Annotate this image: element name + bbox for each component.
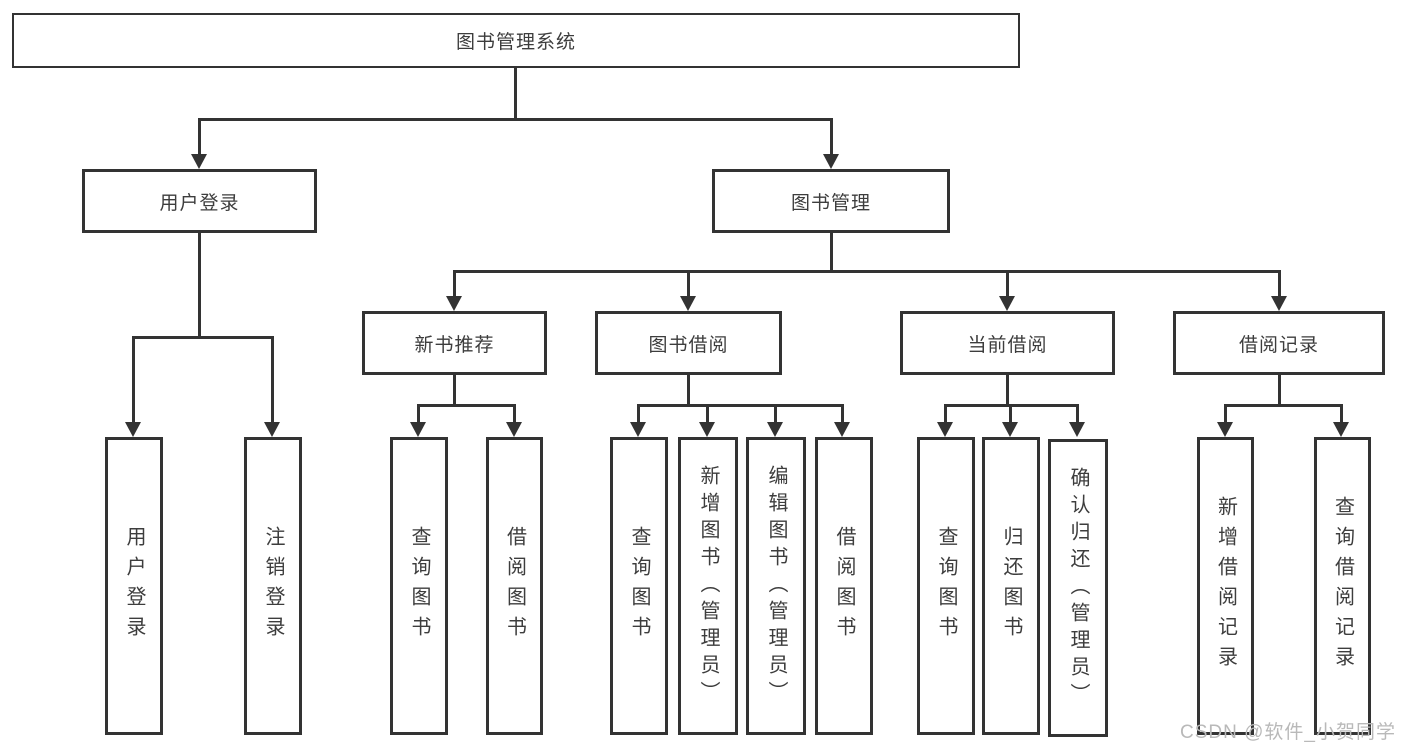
connector-line xyxy=(513,404,516,424)
connector-line xyxy=(198,118,833,121)
connector-line xyxy=(1006,270,1009,297)
arrowhead-down-icon xyxy=(1069,422,1085,437)
leaf-current-query-books-label: 查询图书 xyxy=(935,526,957,646)
connector-line xyxy=(1278,270,1281,297)
node-current-borrow-label: 当前借阅 xyxy=(967,334,1048,356)
connector-line xyxy=(417,404,420,424)
node-book-management-label: 图书管理 xyxy=(790,192,871,214)
connector-line xyxy=(132,336,274,339)
connector-line xyxy=(687,270,690,297)
leaf-user-login: 用户登录 xyxy=(105,437,163,735)
arrowhead-down-icon xyxy=(767,422,783,437)
connector-line xyxy=(1006,375,1009,406)
arrowhead-down-icon xyxy=(1271,296,1287,311)
connector-line xyxy=(514,68,517,119)
leaf-current-confirm-return-admin: 确认归还（管理员） xyxy=(1048,439,1108,737)
node-root-system: 图书管理系统 xyxy=(12,13,1020,68)
leaf-records-add-record-label: 新增借阅记录 xyxy=(1214,496,1237,676)
connector-line xyxy=(830,118,833,156)
arrowhead-down-icon xyxy=(999,296,1015,311)
arrowhead-down-icon xyxy=(446,296,462,311)
node-user-login-label: 用户登录 xyxy=(159,192,240,214)
leaf-borrow-borrow-books-label: 借阅图书 xyxy=(833,526,855,646)
leaf-borrow-add-books-admin: 新增图书（管理员） xyxy=(678,437,738,735)
node-user-login: 用户登录 xyxy=(82,169,317,233)
arrowhead-down-icon xyxy=(937,422,953,437)
leaf-records-query-record: 查询借阅记录 xyxy=(1314,437,1371,735)
connector-line xyxy=(1278,375,1281,406)
node-book-borrow: 图书借阅 xyxy=(595,311,782,375)
connector-line xyxy=(417,404,516,407)
watermark-text: CSDN @软件_小贺同学 xyxy=(1180,722,1396,743)
arrowhead-down-icon xyxy=(823,154,839,169)
node-borrow-records: 借阅记录 xyxy=(1173,311,1385,375)
connector-line xyxy=(1224,404,1343,407)
arrowhead-down-icon xyxy=(1002,422,1018,437)
connector-line xyxy=(1076,404,1079,424)
node-root-label: 图书管理系统 xyxy=(455,32,576,53)
leaf-records-query-record-label: 查询借阅记录 xyxy=(1331,496,1354,676)
connector-line xyxy=(830,233,833,272)
arrowhead-down-icon xyxy=(834,422,850,437)
leaf-borrow-borrow-books: 借阅图书 xyxy=(815,437,873,735)
leaf-records-add-record: 新增借阅记录 xyxy=(1197,437,1254,735)
connector-line xyxy=(1340,404,1343,424)
leaf-user-login-label: 用户登录 xyxy=(123,526,145,646)
leaf-recommend-query-books: 查询图书 xyxy=(390,437,448,735)
leaf-borrow-edit-books-admin: 编辑图书（管理员） xyxy=(746,437,806,735)
leaf-borrow-query-books-label: 查询图书 xyxy=(628,526,650,646)
leaf-recommend-borrow-books-label: 借阅图书 xyxy=(503,526,526,646)
arrowhead-down-icon xyxy=(630,422,646,437)
node-new-book-recommend: 新书推荐 xyxy=(362,311,547,375)
connector-line xyxy=(774,404,777,424)
leaf-current-return-books: 归还图书 xyxy=(982,437,1040,735)
arrowhead-down-icon xyxy=(680,296,696,311)
connector-line xyxy=(637,404,640,424)
arrowhead-down-icon xyxy=(1217,422,1233,437)
arrowhead-down-icon xyxy=(1333,422,1349,437)
node-book-management: 图书管理 xyxy=(712,169,950,233)
arrowhead-down-icon xyxy=(410,422,426,437)
leaf-logout-login-label: 注销登录 xyxy=(262,526,284,646)
node-book-borrow-label: 图书借阅 xyxy=(648,334,729,356)
arrowhead-down-icon xyxy=(125,422,141,437)
connector-line xyxy=(453,270,456,297)
arrowhead-down-icon xyxy=(699,422,715,437)
arrowhead-down-icon xyxy=(264,422,280,437)
connector-line xyxy=(637,404,844,407)
arrowhead-down-icon xyxy=(191,154,207,169)
connector-line xyxy=(1224,404,1227,424)
connector-line xyxy=(1009,404,1012,424)
connector-line xyxy=(271,336,274,424)
connector-line xyxy=(453,375,456,406)
connector-line xyxy=(841,404,844,424)
leaf-current-query-books: 查询图书 xyxy=(917,437,975,735)
leaf-borrow-query-books: 查询图书 xyxy=(610,437,668,735)
leaf-current-confirm-return-admin-label: 确认归还（管理员） xyxy=(1067,466,1089,710)
connector-line xyxy=(198,118,201,156)
arrowhead-down-icon xyxy=(506,422,522,437)
leaf-logout-login: 注销登录 xyxy=(244,437,302,735)
leaf-current-return-books-label: 归还图书 xyxy=(1000,526,1022,646)
connector-line xyxy=(198,233,201,338)
connector-line xyxy=(687,375,690,406)
leaf-borrow-add-books-admin-label: 新增图书（管理员） xyxy=(697,464,719,708)
connector-line xyxy=(706,404,709,424)
leaf-borrow-edit-books-admin-label: 编辑图书（管理员） xyxy=(765,464,787,708)
connector-line xyxy=(944,404,947,424)
leaf-recommend-borrow-books: 借阅图书 xyxy=(486,437,543,735)
connector-line xyxy=(453,270,1280,273)
node-borrow-records-label: 借阅记录 xyxy=(1238,334,1319,356)
node-current-borrow: 当前借阅 xyxy=(900,311,1115,375)
leaf-recommend-query-books-label: 查询图书 xyxy=(408,526,430,646)
node-new-book-recommend-label: 新书推荐 xyxy=(414,334,495,356)
connector-line xyxy=(132,336,135,424)
